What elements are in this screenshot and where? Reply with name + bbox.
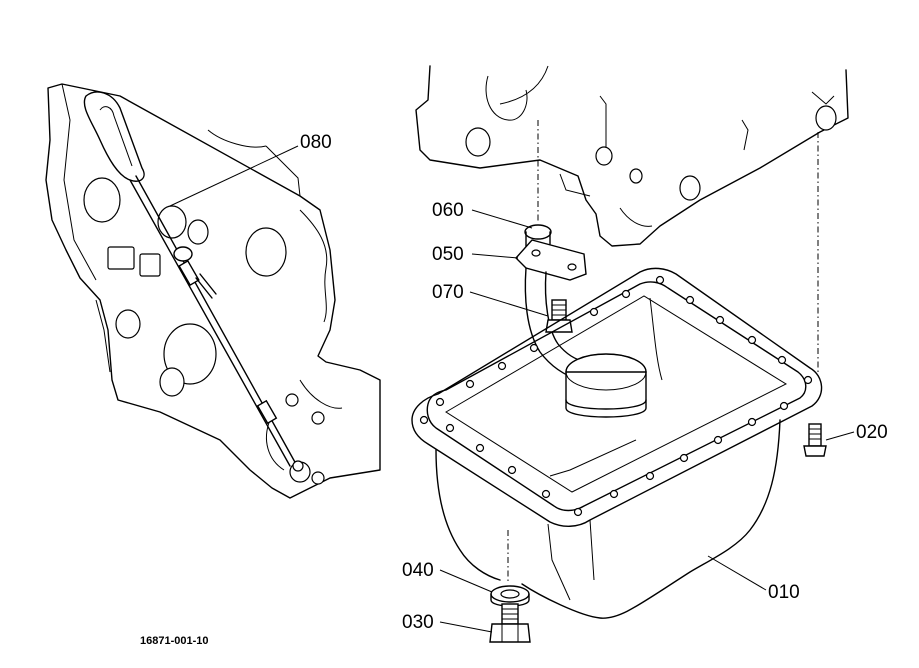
callout-050: 050 xyxy=(432,244,464,265)
callout-060: 060 xyxy=(432,200,464,221)
callout-070: 070 xyxy=(432,282,464,303)
oil-pan xyxy=(411,267,823,619)
callout-040: 040 xyxy=(402,560,434,581)
drain-plug xyxy=(489,603,531,643)
oil-strainer-pipe xyxy=(515,224,647,418)
center-lines xyxy=(507,120,819,582)
pipe-bolt xyxy=(545,299,573,333)
gasket-bolt-holes xyxy=(419,275,813,517)
drain-washer xyxy=(490,585,530,607)
pan-bolt xyxy=(803,423,827,457)
figure-id: 16871-001-10 xyxy=(140,635,209,647)
leader-lines xyxy=(169,145,855,633)
callout-020: 020 xyxy=(856,422,888,443)
callout-080: 080 xyxy=(300,132,332,153)
callout-030: 030 xyxy=(402,612,434,633)
engine-block-left-view xyxy=(45,83,381,499)
engine-block-right-view xyxy=(415,65,849,247)
dipstick xyxy=(173,246,304,472)
callout-010: 010 xyxy=(768,582,800,603)
